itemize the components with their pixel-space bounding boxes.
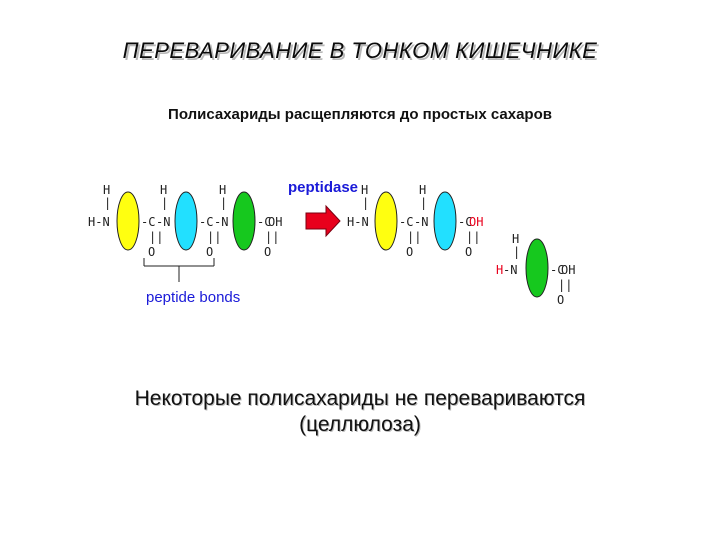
- atom-n: -N: [214, 215, 228, 229]
- atom-oh-new: OH: [469, 215, 483, 229]
- amino-acid-yellow: [116, 191, 140, 251]
- bond-double: ||: [466, 230, 480, 244]
- atom-n: -N: [156, 215, 170, 229]
- bond-double: ||: [407, 230, 421, 244]
- bond-single: |: [420, 196, 427, 210]
- bond-double: ||: [207, 230, 221, 244]
- amino-acid-green: [525, 238, 549, 298]
- atom-o: O: [557, 293, 564, 307]
- atom-h-new: H: [496, 263, 503, 277]
- atom-h: H: [361, 183, 368, 197]
- atom-n: -N: [503, 263, 517, 277]
- atom-h: H: [160, 183, 167, 197]
- reaction-arrow-icon: [305, 204, 341, 238]
- atom-c: -C: [458, 215, 472, 229]
- atom-c: -C: [199, 215, 213, 229]
- amino-acid-cyan: [174, 191, 198, 251]
- atom-o: O: [148, 245, 155, 259]
- atom-h: H: [419, 183, 426, 197]
- atom-c: -C: [257, 215, 271, 229]
- bottom-note-line1: Некоторые полисахариды не перевариваются: [134, 387, 586, 410]
- bond-double: ||: [149, 230, 163, 244]
- bottom-note: Некоторые полисахариды не перевариваются…: [0, 386, 720, 438]
- bond-double: ||: [558, 278, 572, 292]
- amino-acid-yellow: [374, 191, 398, 251]
- page-subtitle: Полисахариды расщепляются до простых сах…: [168, 106, 552, 123]
- atom-o: O: [264, 245, 271, 259]
- atom-c: -C: [141, 215, 155, 229]
- atom-oh: OH: [268, 215, 282, 229]
- atom-c: -C: [399, 215, 413, 229]
- atom-hn: H-N: [88, 215, 110, 229]
- bottom-note-line2: (целлюлоза): [299, 413, 421, 436]
- atom-n: -N: [414, 215, 428, 229]
- amino-acid-green: [232, 191, 256, 251]
- amino-acid-cyan: [433, 191, 457, 251]
- bond-single: |: [513, 245, 520, 259]
- atom-h: H: [512, 232, 519, 246]
- bond-single: |: [362, 196, 369, 210]
- atom-hn: H-N: [347, 215, 369, 229]
- peptide-bonds-label: peptide bonds: [146, 289, 240, 306]
- bond-single: |: [220, 196, 227, 210]
- atom-o: O: [465, 245, 472, 259]
- page-title: ПЕРЕВАРИВАНИЕ В ТОНКОМ КИШЕЧНИКЕ: [122, 38, 598, 63]
- atom-o: O: [206, 245, 213, 259]
- peptidase-label: peptidase: [288, 179, 358, 196]
- atom-c: -C: [550, 263, 564, 277]
- bond-single: |: [104, 196, 111, 210]
- atom-oh: OH: [561, 263, 575, 277]
- bond-single: |: [161, 196, 168, 210]
- atom-h: H: [219, 183, 226, 197]
- bond-double: ||: [265, 230, 279, 244]
- atom-h: H: [103, 183, 110, 197]
- atom-o: O: [406, 245, 413, 259]
